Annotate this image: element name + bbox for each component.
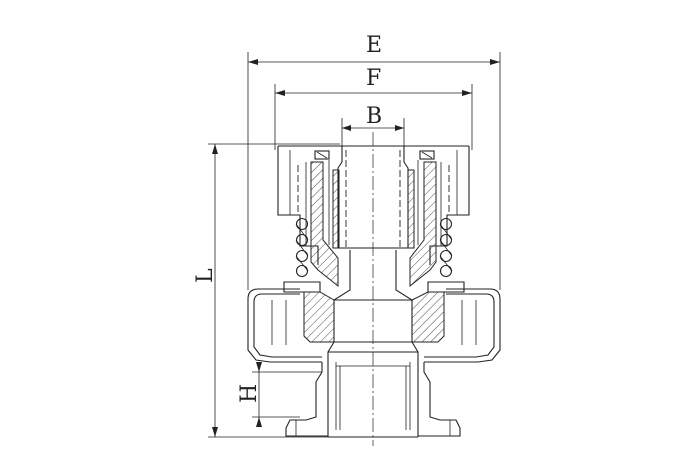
clutch-housing <box>247 281 501 363</box>
dimension-label-e: E <box>366 33 382 58</box>
dimension-l: L <box>193 143 340 438</box>
dimension-label-f: F <box>366 66 381 91</box>
inner-sleeve-hatched <box>305 160 442 288</box>
dimension-b: B <box>341 104 405 148</box>
spring-coils-left <box>295 217 309 278</box>
spring-coils-right <box>439 217 453 278</box>
dimension-label-l: L <box>193 268 218 283</box>
dimension-label-h: H <box>237 384 262 403</box>
dimension-f: F <box>274 66 473 150</box>
dimension-h: H <box>237 362 322 427</box>
dimension-label-b: B <box>366 104 382 129</box>
dimension-e: E <box>247 33 501 290</box>
collar-assembly <box>277 145 470 265</box>
lower-hub <box>285 362 461 437</box>
